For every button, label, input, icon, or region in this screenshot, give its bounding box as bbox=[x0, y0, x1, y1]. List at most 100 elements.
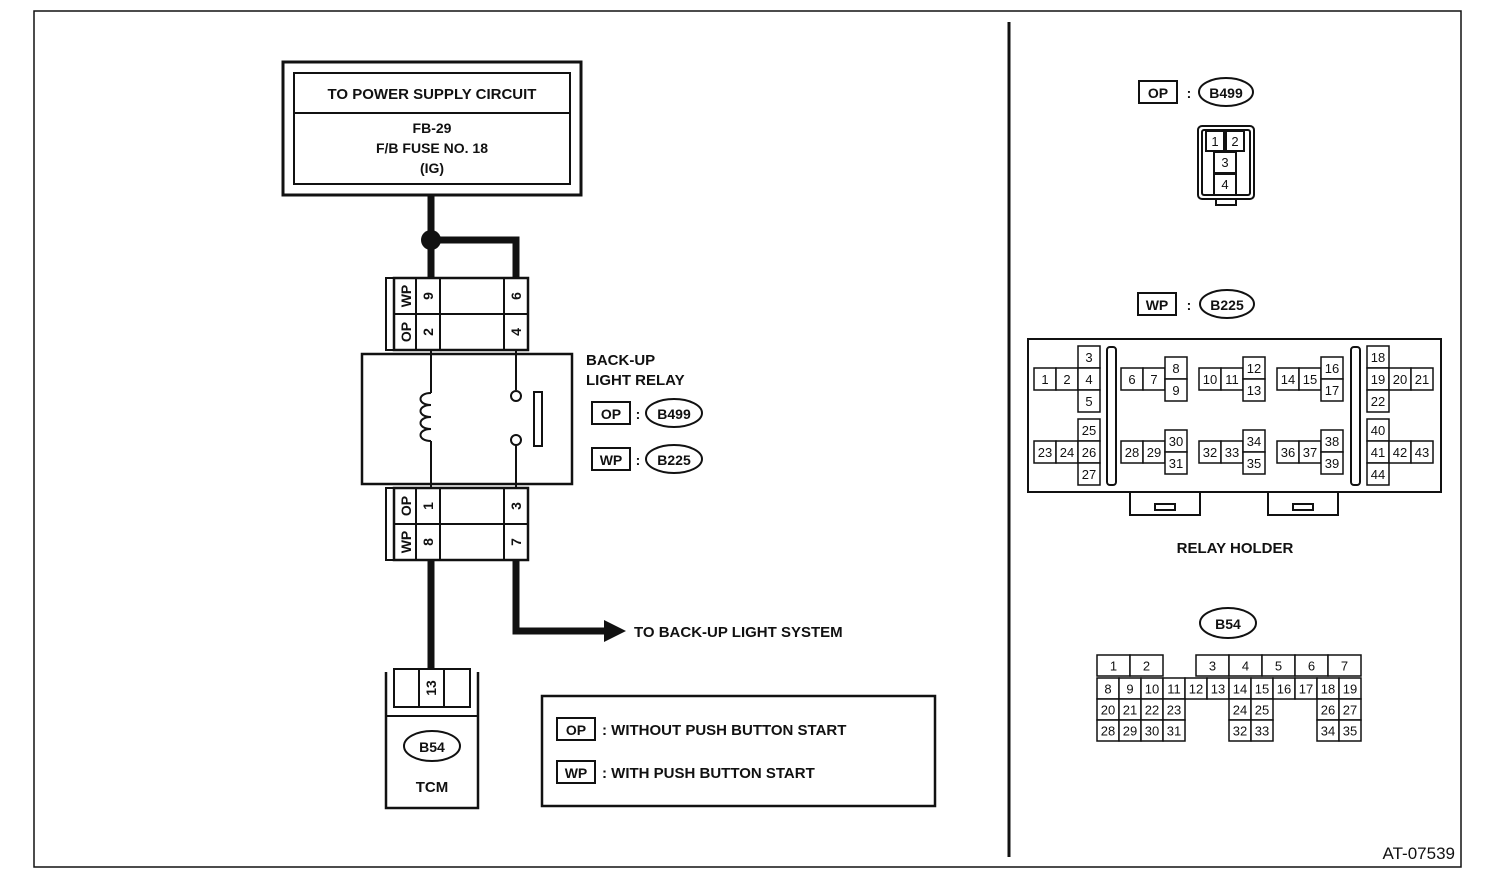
b225-pin-30: 30 bbox=[1164, 429, 1188, 453]
svg-text:WP: WP bbox=[1146, 297, 1169, 313]
svg-text:2: 2 bbox=[1063, 372, 1070, 387]
b225-pin-23: 23 bbox=[1033, 440, 1057, 464]
b54-pin-8: 8 bbox=[1096, 677, 1120, 700]
svg-text:6: 6 bbox=[1308, 659, 1315, 674]
b54-pin-13: 13 bbox=[1206, 677, 1230, 700]
relay-contact bbox=[533, 391, 543, 447]
power-box-line2: F/B FUSE NO. 18 bbox=[376, 140, 488, 156]
b54-pin-14: 14 bbox=[1228, 677, 1252, 700]
b225-pin-34: 34 bbox=[1242, 429, 1266, 453]
b54-pin-19: 19 bbox=[1338, 677, 1362, 700]
b54-pin-35: 35 bbox=[1338, 719, 1362, 742]
svg-text:6: 6 bbox=[1128, 372, 1135, 387]
b225-pin-43: 43 bbox=[1410, 440, 1434, 464]
b225-pin-13: 13 bbox=[1242, 378, 1266, 402]
svg-text:22: 22 bbox=[1371, 394, 1385, 409]
svg-text:B225: B225 bbox=[1210, 297, 1244, 313]
svg-text:9: 9 bbox=[1172, 383, 1179, 398]
svg-text::: : bbox=[1187, 297, 1192, 313]
svg-text:19: 19 bbox=[1371, 372, 1385, 387]
arrow-head bbox=[604, 620, 626, 642]
b225-pin-31: 31 bbox=[1164, 451, 1188, 475]
junction-dot bbox=[421, 230, 441, 250]
b54-pin-32: 32 bbox=[1228, 719, 1252, 742]
b54-pin-22: 22 bbox=[1140, 698, 1164, 721]
lower-wires bbox=[427, 560, 606, 672]
svg-text:35: 35 bbox=[1343, 724, 1357, 739]
svg-text:16: 16 bbox=[1325, 361, 1339, 376]
svg-text:16: 16 bbox=[1277, 682, 1291, 697]
pin-3: 3 bbox=[508, 502, 524, 510]
relay-bottom-connector: OP WP 1 3 8 7 bbox=[385, 486, 530, 562]
svg-text:30: 30 bbox=[1169, 434, 1183, 449]
svg-text:OP: OP bbox=[1148, 85, 1168, 101]
svg-text:1: 1 bbox=[1110, 659, 1117, 674]
relay-holder-caption: RELAY HOLDER bbox=[1177, 540, 1294, 557]
b225-pin-37: 37 bbox=[1298, 440, 1322, 464]
b54-pin-10: 10 bbox=[1140, 677, 1164, 700]
b225-pin-26: 26 bbox=[1077, 440, 1101, 464]
svg-text:23: 23 bbox=[1167, 703, 1181, 718]
b225-pin-4: 4 bbox=[1077, 367, 1101, 391]
b54-badge bbox=[1199, 607, 1257, 639]
svg-text:27: 27 bbox=[1082, 467, 1096, 482]
svg-text:B499: B499 bbox=[657, 406, 691, 422]
svg-text:5: 5 bbox=[1085, 394, 1092, 409]
b54-pin-15: 15 bbox=[1250, 677, 1274, 700]
b225-pin-19: 19 bbox=[1366, 367, 1390, 391]
b54-pin-2: 2 bbox=[1129, 654, 1164, 677]
svg-text:25: 25 bbox=[1082, 423, 1096, 438]
b225-pin-16: 16 bbox=[1320, 356, 1344, 380]
legend-op-text: : WITHOUT PUSH BUTTON START bbox=[602, 722, 846, 739]
svg-text:9: 9 bbox=[1126, 682, 1133, 697]
b54-pin-31: 31 bbox=[1162, 719, 1186, 742]
b225-pin-1: 1 bbox=[1033, 367, 1057, 391]
svg-text:B499: B499 bbox=[1209, 85, 1243, 101]
svg-text:29: 29 bbox=[1123, 724, 1137, 739]
relay-coil bbox=[419, 392, 432, 442]
svg-text:8: 8 bbox=[1172, 361, 1179, 376]
tcm-code: B54 bbox=[419, 739, 445, 755]
svg-text:10: 10 bbox=[1145, 682, 1159, 697]
b225-pin-6: 6 bbox=[1120, 367, 1144, 391]
b225-pin-10: 10 bbox=[1198, 367, 1222, 391]
b225-pin-41: 41 bbox=[1366, 440, 1390, 464]
svg-text:18: 18 bbox=[1371, 350, 1385, 365]
b54-pin-9: 9 bbox=[1118, 677, 1142, 700]
b499-pin-2: 2 bbox=[1231, 134, 1238, 149]
b225-pin-27: 27 bbox=[1077, 462, 1101, 486]
b225-pin-42: 42 bbox=[1388, 440, 1412, 464]
b225-pin-2: 2 bbox=[1055, 367, 1079, 391]
svg-text:18: 18 bbox=[1321, 682, 1335, 697]
power-box-title: TO POWER SUPPLY CIRCUIT bbox=[328, 86, 537, 103]
svg-text:4: 4 bbox=[1242, 659, 1249, 674]
b225-pin-7: 7 bbox=[1142, 367, 1166, 391]
power-box-line3: (IG) bbox=[420, 160, 444, 176]
svg-text:1: 1 bbox=[1041, 372, 1048, 387]
svg-text:36: 36 bbox=[1281, 445, 1295, 460]
relay-body bbox=[360, 350, 574, 488]
svg-text:28: 28 bbox=[1101, 724, 1115, 739]
svg-text:26: 26 bbox=[1082, 445, 1096, 460]
b54-pin-18: 18 bbox=[1316, 677, 1340, 700]
outer-frame bbox=[33, 10, 1462, 868]
b225-pin-17: 17 bbox=[1320, 378, 1344, 402]
svg-text:35: 35 bbox=[1247, 456, 1261, 471]
svg-text:37: 37 bbox=[1303, 445, 1317, 460]
b54-pin-6: 6 bbox=[1294, 654, 1329, 677]
relay-label-line2: LIGHT RELAY bbox=[586, 372, 685, 389]
b225-pin-38: 38 bbox=[1320, 429, 1344, 453]
b225-pin-12: 12 bbox=[1242, 356, 1266, 380]
relay-ref-op: OP : B499 bbox=[591, 398, 703, 428]
b225-pin-14: 14 bbox=[1276, 367, 1300, 391]
b225-pin-22: 22 bbox=[1366, 389, 1390, 413]
svg-text:12: 12 bbox=[1189, 682, 1203, 697]
top-wp-tag: WP bbox=[398, 285, 414, 308]
legend-wp-text: : WITH PUSH BUTTON START bbox=[602, 765, 815, 782]
svg-text:31: 31 bbox=[1167, 724, 1181, 739]
relay-top-connector: WP OP 9 6 2 4 bbox=[385, 276, 530, 352]
svg-text::: : bbox=[1187, 85, 1192, 101]
svg-text:33: 33 bbox=[1225, 445, 1239, 460]
pin-1: 1 bbox=[420, 502, 436, 510]
